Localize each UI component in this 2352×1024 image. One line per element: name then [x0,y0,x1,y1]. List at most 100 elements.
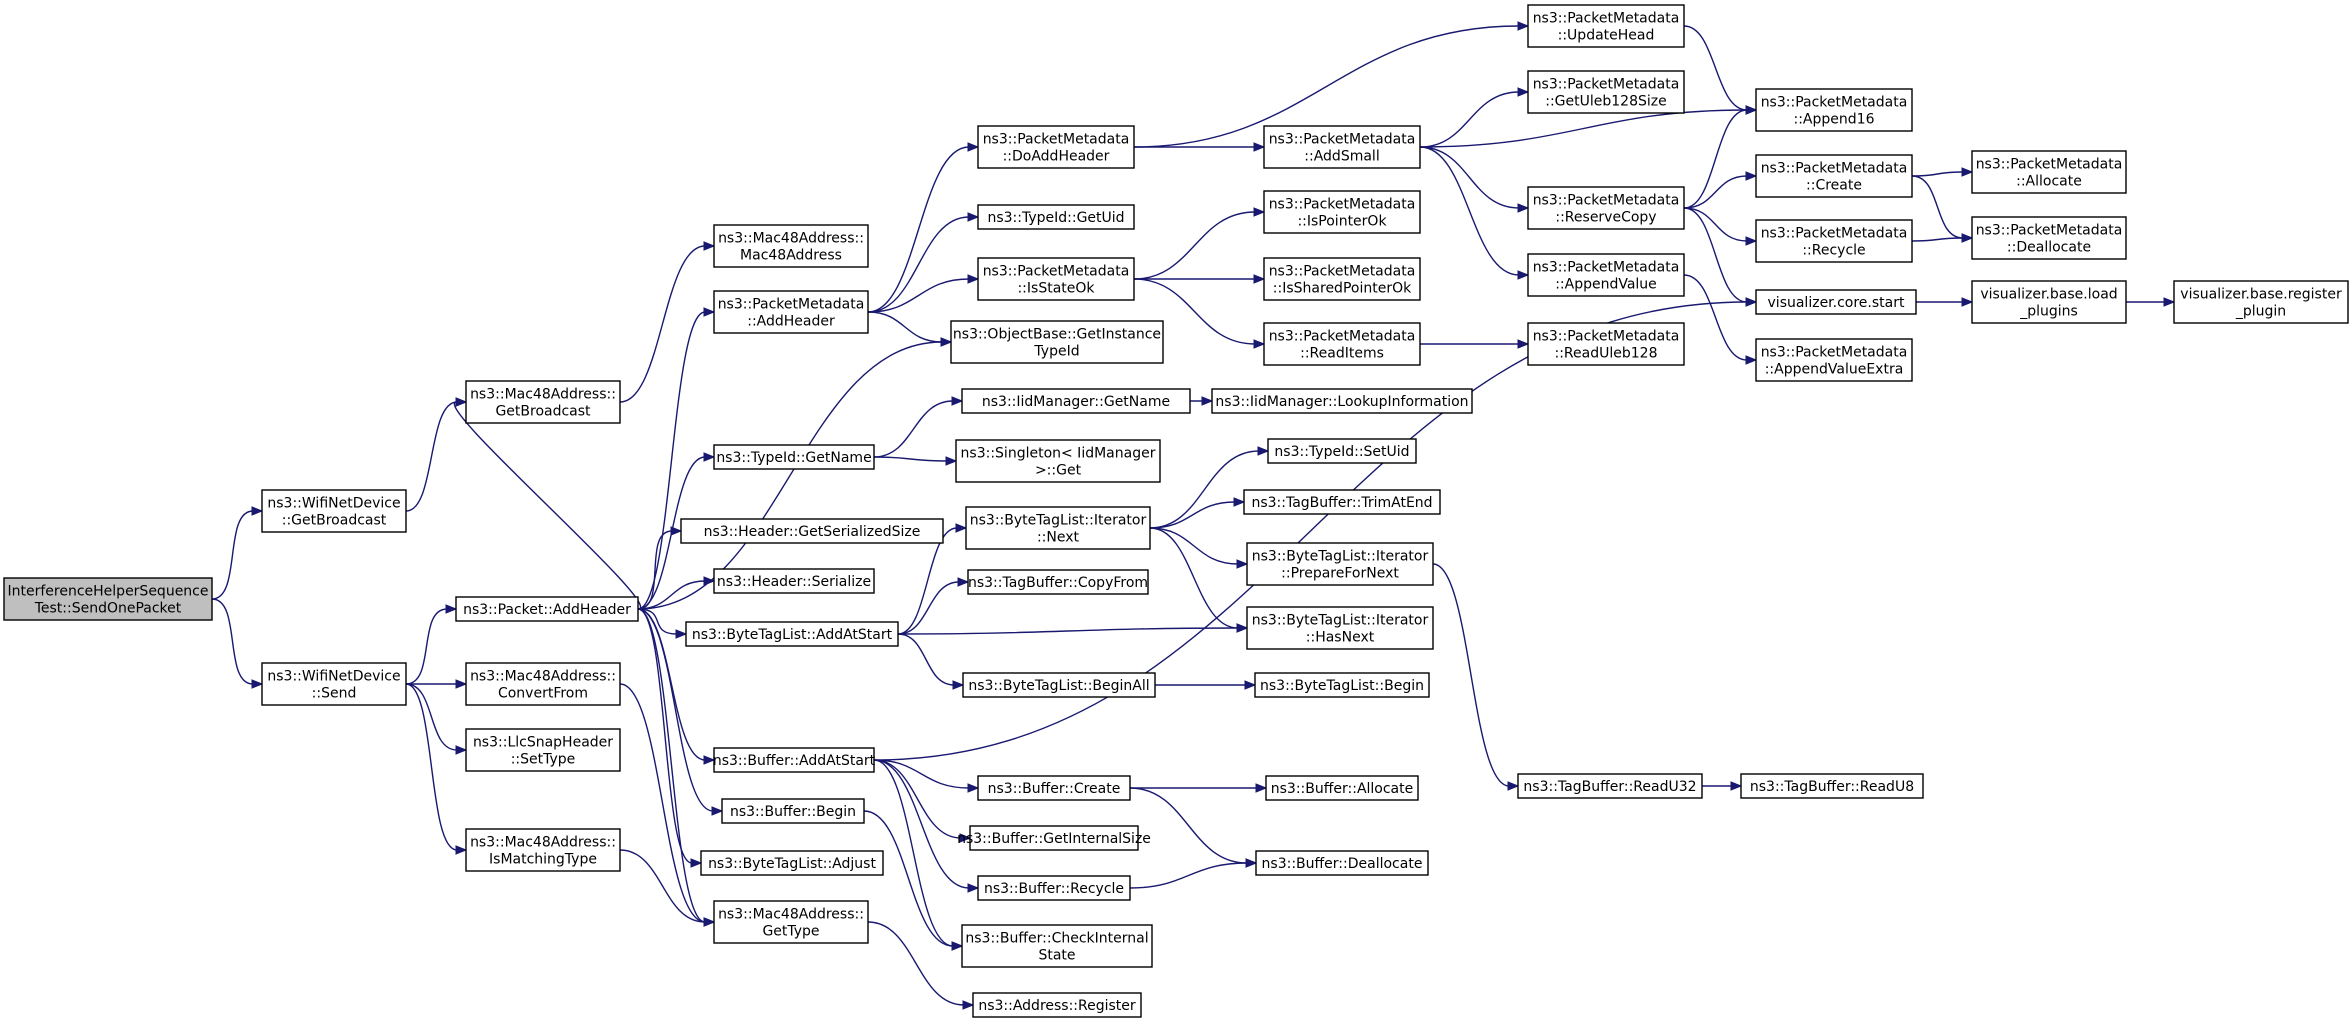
node-pm-addheader[interactable]: ns3::PacketMetadata::AddHeader [713,290,869,334]
edge-line [1149,527,1239,565]
node-label: ns3::PacketMetadata [1976,223,2123,239]
arrowhead-icon [455,397,468,407]
node-pm-allocate[interactable]: ns3::PacketMetadata::Allocate [1971,150,2127,194]
node-viz-start[interactable]: visualizer.core.start [1755,289,1917,315]
node-btl-it-next[interactable]: ns3::ByteTagList::Iterator::Next [965,506,1151,550]
arrowhead-icon [1253,274,1266,284]
node-pm-addsmall[interactable]: ns3::PacketMetadata::AddSmall [1263,125,1421,169]
edge-pm_appendvalue-to-pm_appendvalextra [1683,274,1758,365]
edge-line [1911,175,1964,239]
node-mac-convert[interactable]: ns3::Mac48Address::ConvertFrom [465,662,621,706]
node-hdr-size[interactable]: ns3::Header::GetSerializedSize [680,518,944,544]
node-mac-getbcast[interactable]: ns3::Mac48Address::GetBroadcast [465,380,621,424]
node-pm-reservecopy[interactable]: ns3::PacketMetadata::ReserveCopy [1527,186,1685,230]
arrowhead-icon [1257,446,1270,456]
edge-buf_recycle-to-buf_dealloc [1129,858,1258,889]
node-pm-ispointerok[interactable]: ns3::PacketMetadata::IsPointerOk [1263,190,1421,234]
node-addr-register[interactable]: ns3::Address::Register [972,992,1142,1018]
node-mac-ismatch[interactable]: ns3::Mac48Address::IsMatchingType [465,828,621,872]
node-btl-it-prep[interactable]: ns3::ByteTagList::Iterator::PrepareForNe… [1246,542,1434,586]
node-box [1255,850,1429,876]
edge-btl_addatstart-to-btl_it_next [897,523,968,635]
node-singleton-get[interactable]: ns3::Singleton< IidManager>::Get [955,439,1161,483]
edge-wnd_getbcast-to-mac_getbcast [405,397,468,512]
node-tb-copyfrom[interactable]: ns3::TagBuffer::CopyFrom [967,569,1149,595]
edge-line [637,608,714,812]
node-btl-begin[interactable]: ns3::ByteTagList::Begin [1254,672,1430,698]
node-label: ::ReadItems [1300,346,1384,362]
node-pm-recycle[interactable]: ns3::PacketMetadata::Recycle [1755,219,1913,263]
node-label: ns3::Mac48Address:: [718,231,864,247]
node-mac-ctor[interactable]: ns3::Mac48Address::Mac48Address [713,224,869,268]
arrowhead-icon [703,755,716,765]
edge-pkt_addheader-to-btl_addatstart [637,608,688,639]
node-box [1246,606,1434,650]
node-tb-trimatend[interactable]: ns3::TagBuffer::TrimAtEnd [1243,489,1441,515]
node-buf-dealloc[interactable]: ns3::Buffer::Deallocate [1255,850,1429,876]
node-pm-issharedok[interactable]: ns3::PacketMetadata::IsSharedPointerOk [1263,257,1421,301]
node-buf-allocate[interactable]: ns3::Buffer::Allocate [1265,775,1419,801]
node-pm-appendvalextra[interactable]: ns3::PacketMetadata::AppendValueExtra [1755,338,1913,382]
edge-pm_doaddheader-to-pm_updatehead [1133,21,1530,148]
node-buf-addatstart[interactable]: ns3::Buffer::AddAtStart [713,747,876,773]
edge-pm_create-to-pm_allocate [1911,167,1974,177]
node-box [977,775,1131,801]
edge-line [637,608,706,923]
node-viz-load[interactable]: visualizer.base.load_plugins [1971,280,2127,324]
node-btl-addatstart[interactable]: ns3::ByteTagList::AddAtStart [685,621,899,647]
node-btl-it-hasnext[interactable]: ns3::ByteTagList::Iterator::HasNext [1246,606,1434,650]
edge-pm_addheader-to-pm_isstateok [867,274,980,313]
edge-line [405,608,448,685]
node-tid-setuid[interactable]: ns3::TypeId::SetUid [1267,438,1417,464]
node-tb-readu8[interactable]: ns3::TagBuffer::ReadU8 [1740,773,1924,799]
node-mac-gettype[interactable]: ns3::Mac48Address::GetType [713,900,869,944]
node-label: ns3::TagBuffer::TrimAtEnd [1251,495,1432,511]
node-pm-readitems[interactable]: ns3::PacketMetadata::ReadItems [1263,322,1421,366]
node-llc-settype[interactable]: ns3::LlcSnapHeader::SetType [465,728,621,772]
node-buf-begin[interactable]: ns3::Buffer::Begin [721,798,865,824]
node-tb-readu32[interactable]: ns3::TagBuffer::ReadU32 [1517,773,1703,799]
node-pm-create[interactable]: ns3::PacketMetadata::Create [1755,154,1913,198]
node-label: ns3::Buffer::Create [988,781,1121,797]
node-wnd-send[interactable]: ns3::WifiNetDevice::Send [261,662,407,706]
edge-line [1149,527,1239,629]
node-iid-lookup[interactable]: ns3::IidManager::LookupInformation [1211,388,1473,414]
node-pm-doaddheader[interactable]: ns3::PacketMetadata::DoAddHeader [977,125,1135,169]
node-root[interactable]: InterferenceHelperSequenceTest::SendOneP… [3,577,213,621]
node-buf-recycle[interactable]: ns3::Buffer::Recycle [977,875,1131,901]
node-btl-beginall[interactable]: ns3::ByteTagList::BeginAll [962,672,1156,698]
edge-wnd_send-to-llc_settype [405,683,468,755]
node-viz-register[interactable]: visualizer.base.register_plugin [2173,280,2349,324]
node-pm-updatehead[interactable]: ns3::PacketMetadata::UpdateHead [1527,4,1685,48]
node-label: ns3::PacketMetadata [983,132,1130,148]
node-iid-getname[interactable]: ns3::IidManager::GetName [961,388,1191,414]
node-pkt-addheader[interactable]: ns3::Packet::AddHeader [455,596,639,622]
node-pm-isstateok[interactable]: ns3::PacketMetadata::IsStateOk [977,257,1135,301]
node-wnd-getbcast[interactable]: ns3::WifiNetDevice::GetBroadcast [261,489,407,533]
node-box [713,747,875,773]
arrowhead-icon [675,629,688,639]
arrowhead-icon [1245,858,1258,868]
edge-pm_reservecopy-to-viz_start [1683,207,1758,307]
node-label: ::Next [1037,530,1080,546]
node-pm-getuleb[interactable]: ns3::PacketMetadata::GetUleb128Size [1527,70,1685,114]
edge-pm_reservecopy-to-pm_append16 [1683,105,1758,209]
node-buf-getintsize[interactable]: ns3::Buffer::GetInternalSize [957,825,1151,851]
node-buf-create[interactable]: ns3::Buffer::Create [977,775,1131,801]
edge-line [1419,146,1520,276]
node-pm-appendvalue[interactable]: ns3::PacketMetadata::AppendValue [1527,253,1685,297]
node-tid-getname[interactable]: ns3::TypeId::GetName [713,444,875,470]
edge-mac_ismatch-to-mac_gettype [619,849,716,927]
node-tid-getuid[interactable]: ns3::TypeId::GetUid [977,204,1135,230]
node-hdr-ser[interactable]: ns3::Header::Serialize [713,568,875,594]
node-btl-adjust[interactable]: ns3::ByteTagList::Adjust [700,850,884,876]
edge-root-to-wnd_send [211,598,264,689]
node-pm-readuleb[interactable]: ns3::PacketMetadata::ReadUleb128 [1527,322,1685,366]
node-pm-deallocate[interactable]: ns3::PacketMetadata::Deallocate [1971,216,2127,260]
node-box [955,439,1161,483]
node-label: GetBroadcast [495,404,591,420]
node-pm-append16[interactable]: ns3::PacketMetadata::Append16 [1755,88,1913,132]
edge-line [867,921,965,1006]
